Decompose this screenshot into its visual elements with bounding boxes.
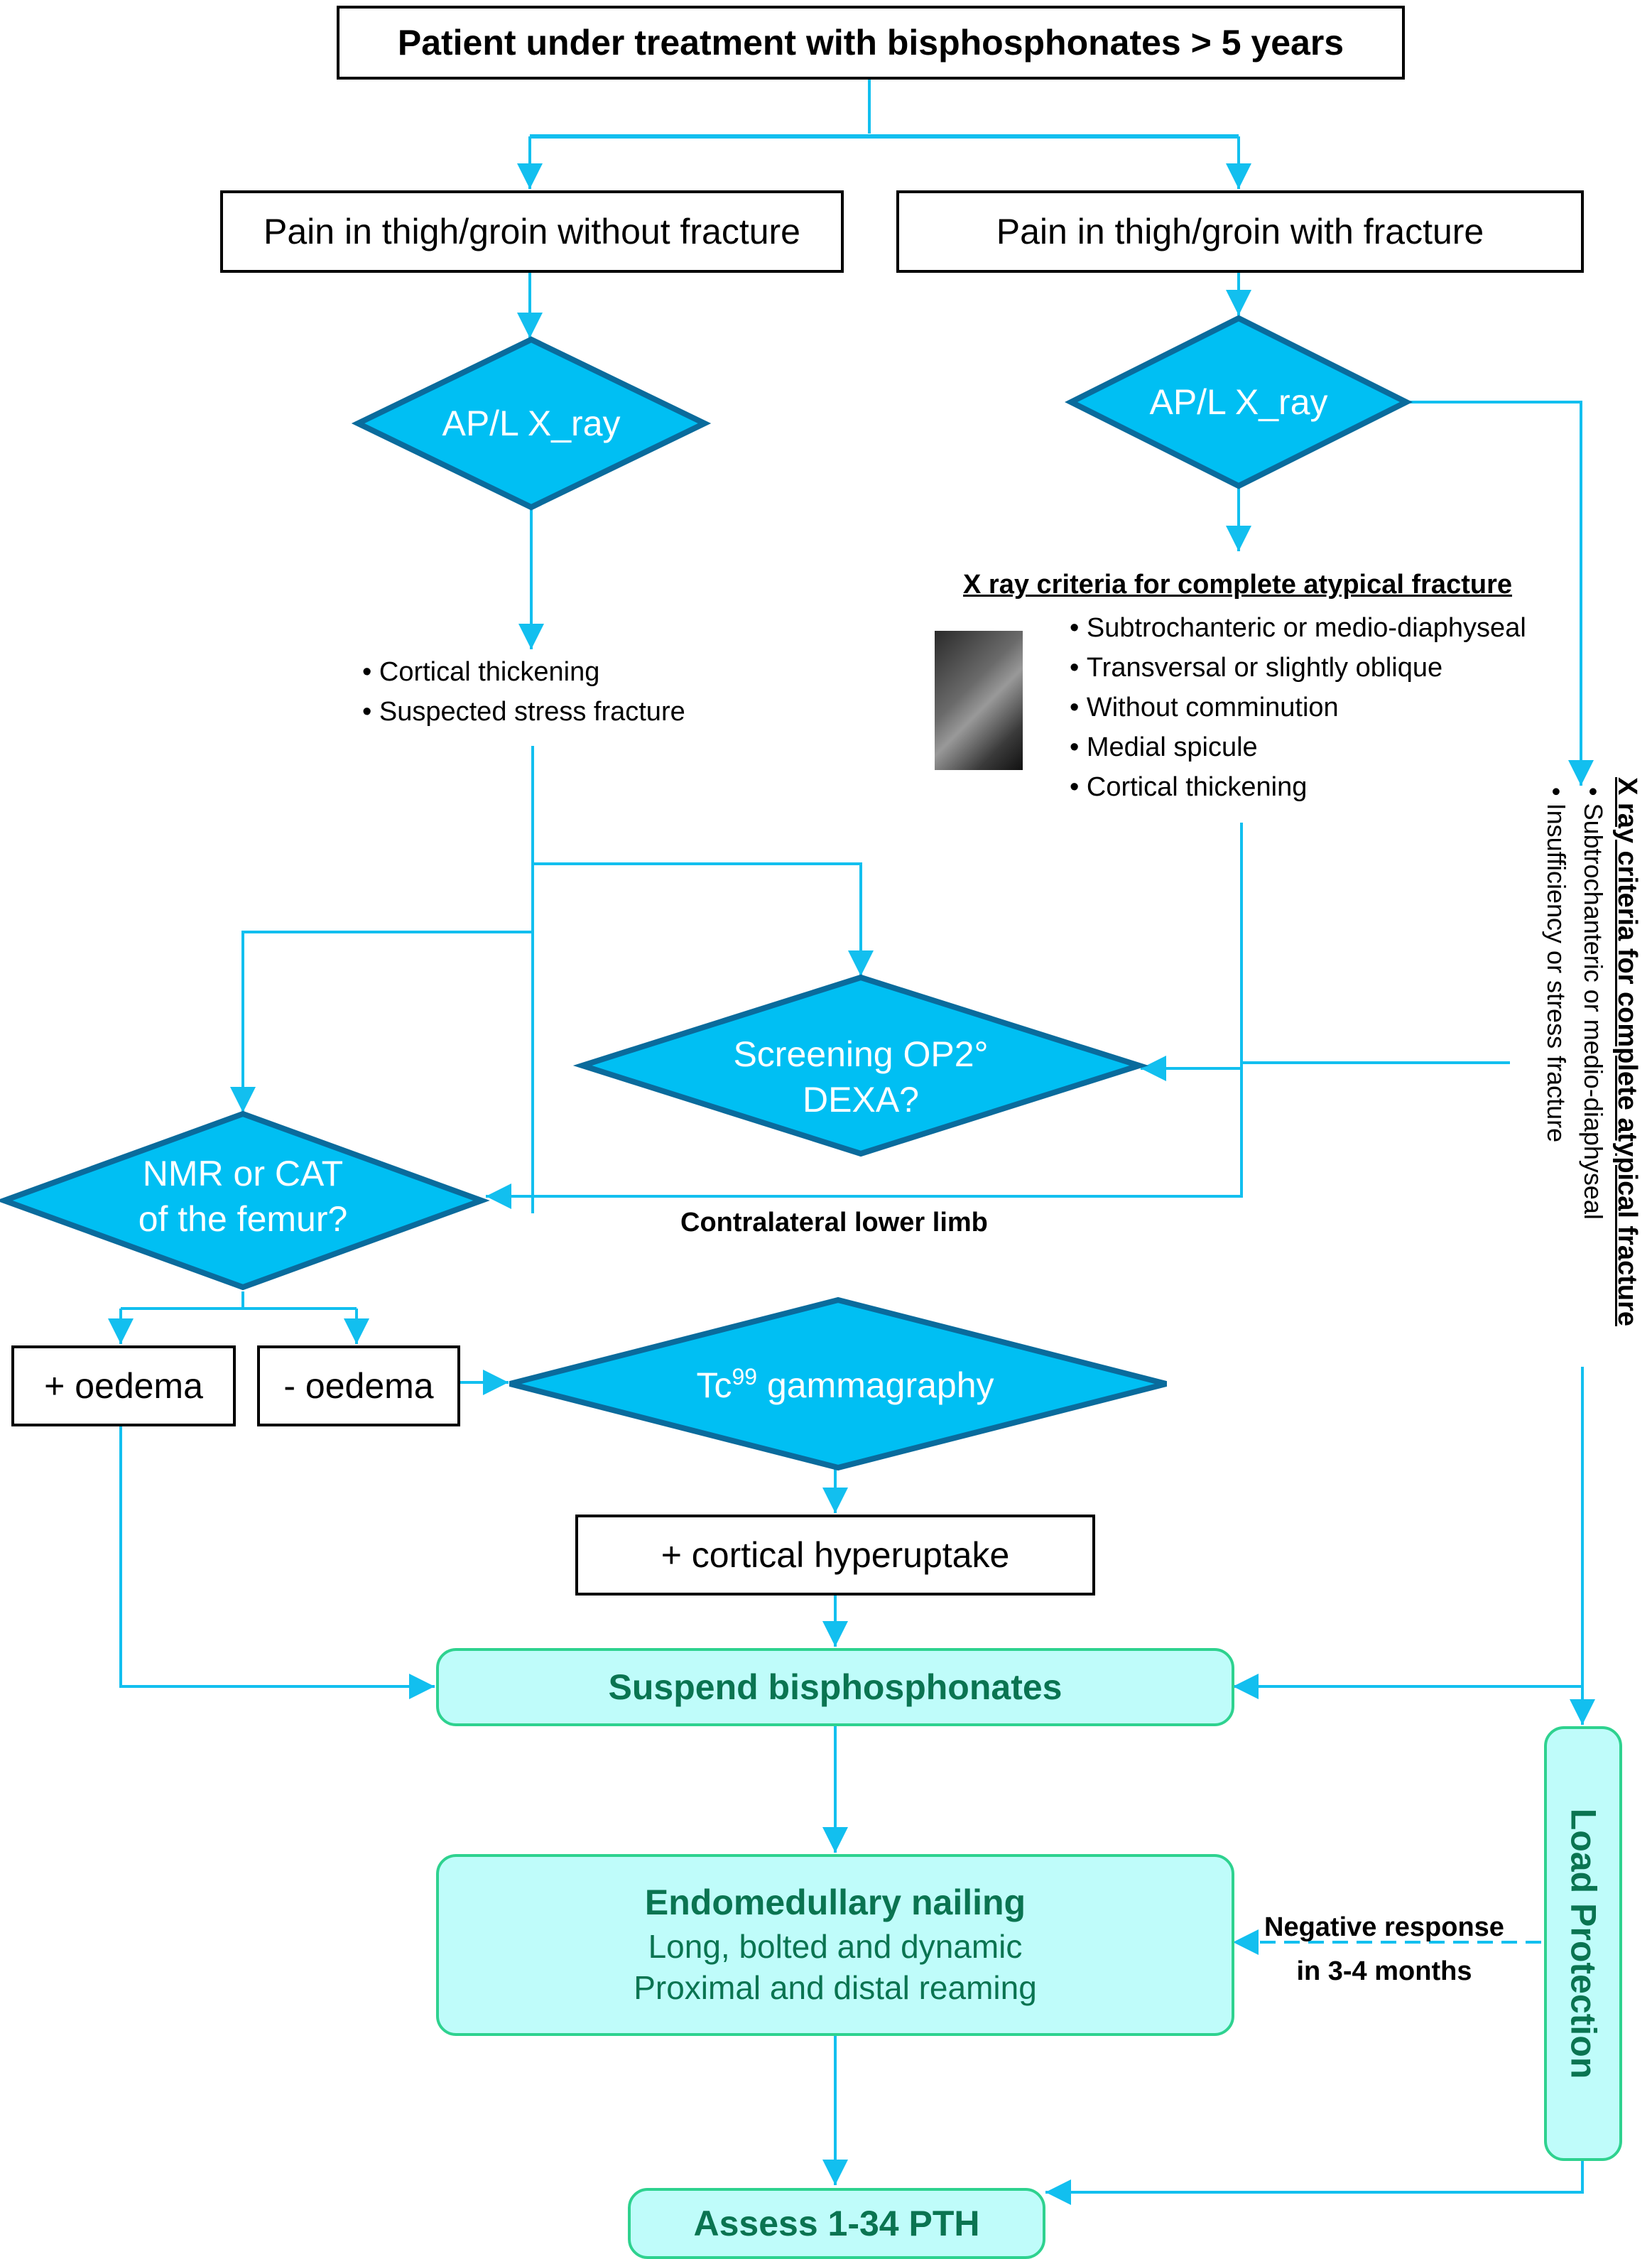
left-finding-item: Suspected stress fracture (362, 692, 685, 732)
branch-with-fracture-label: Pain in thigh/groin with fracture (996, 212, 1484, 251)
xray-right-label: AP/L X_ray (1149, 382, 1328, 422)
suspend-bisphosphonates-box: Suspend bisphosphonates (436, 1648, 1234, 1726)
screening-line1: Screening OP2° (733, 1034, 989, 1074)
endomedullary-nailing-box: Endomedullary nailing Long, bolted and d… (436, 1854, 1234, 2036)
start-box: Patient under treatment with bisphosphon… (337, 6, 1405, 80)
load-protection-label: Load Protection (1563, 1808, 1604, 2079)
diamond-screening (572, 974, 1149, 1157)
diamond-tc99 (509, 1296, 1167, 1471)
negative-response-line2: in 3-4 months (1296, 1956, 1472, 1986)
nmr-line2: of the femur? (138, 1199, 348, 1239)
complete-criteria-item: Cortical thickening (1070, 767, 1526, 807)
tc99-suffix: gammagraphy (757, 1365, 994, 1405)
nmr-line1: NMR or CAT (142, 1154, 344, 1193)
incomplete-criteria-list: • Subtrochanteric or medio-diaphyseal • … (1538, 777, 1612, 1326)
start-label: Patient under treatment with bisphosphon… (397, 23, 1344, 63)
incomplete-criteria-item: • Subtrochanteric or medio-diaphyseal (1579, 787, 1608, 1220)
nailing-line1: Long, bolted and dynamic (648, 1928, 1023, 1965)
contralateral-label: Contralateral lower limb (680, 1208, 988, 1237)
negative-oedema-label: - oedema (283, 1366, 434, 1406)
connector-criteria-down (486, 823, 1243, 1209)
diamond-xray-left (351, 336, 712, 511)
negative-oedema-box: - oedema (257, 1345, 460, 1426)
connector-xray-right-out (1405, 401, 1594, 786)
complete-criteria-item: Transversal or slightly oblique (1070, 648, 1526, 688)
branch-without-fracture-label: Pain in thigh/groin without fracture (263, 212, 800, 251)
left-findings-list: Cortical thickening Suspected stress fra… (362, 652, 685, 732)
negative-response-label: Negative response in 3-4 months (1264, 1905, 1504, 1993)
load-protection-box: Load Protection (1544, 1726, 1622, 2161)
positive-oedema-box: + oedema (11, 1345, 236, 1426)
incomplete-criteria-title: X ray criteria for complete atypical fra… (1612, 777, 1642, 1326)
complete-criteria-item: Without comminution (1070, 688, 1526, 727)
diamond-nmr (0, 1110, 490, 1291)
nmr-label: NMR or CAT of the femur? (138, 1151, 348, 1242)
suspend-label: Suspend bisphosphonates (608, 1667, 1063, 1707)
assess-label: Assess 1-34 PTH (693, 2204, 980, 2243)
branch-with-fracture: Pain in thigh/groin with fracture (896, 190, 1584, 273)
connector-load-to-assess (1045, 2160, 1584, 2205)
assess-pth-box: Assess 1-34 PTH (628, 2188, 1045, 2259)
tc99-prefix: Tc (696, 1365, 732, 1405)
connector-findings-to-nmr (230, 864, 534, 1112)
connector-findings-to-screening (533, 862, 874, 976)
screening-line2: DEXA? (803, 1080, 919, 1120)
complete-criteria-list: Subtrochanteric or medio-diaphyseal Tran… (1070, 608, 1526, 807)
xray-left-label: AP/L X_ray (442, 403, 621, 443)
xray-thumbnail-image (935, 631, 1023, 770)
screening-label: Screening OP2° DEXA? (733, 1031, 988, 1122)
complete-criteria-title: X ray criteria for complete atypical fra… (963, 570, 1512, 600)
tc99-label: Tc99 gammagraphy (696, 1354, 994, 1408)
branch-without-fracture: Pain in thigh/groin without fracture (220, 190, 844, 273)
incomplete-criteria-item: • Insufficiency or stress fracture (1542, 787, 1571, 1143)
tc99-superscript: 99 (732, 1364, 758, 1390)
negative-response-line1: Negative response (1264, 1912, 1504, 1942)
complete-criteria-item: Subtrochanteric or medio-diaphyseal (1070, 608, 1526, 648)
diamond-xray-right (1065, 315, 1413, 489)
hyperuptake-box: + cortical hyperuptake (575, 1515, 1095, 1596)
connector-positive-to-suspend (119, 1425, 435, 1699)
incomplete-criteria-block: X ray criteria for complete atypical fra… (1538, 777, 1642, 1326)
complete-criteria-item: Medial spicule (1070, 727, 1526, 767)
left-finding-item: Cortical thickening (362, 652, 685, 692)
nailing-line2: Proximal and distal reaming (634, 1969, 1037, 2006)
positive-oedema-label: + oedema (44, 1366, 203, 1406)
hyperuptake-label: + cortical hyperuptake (661, 1535, 1010, 1575)
nailing-title: Endomedullary nailing (644, 1882, 1026, 1922)
